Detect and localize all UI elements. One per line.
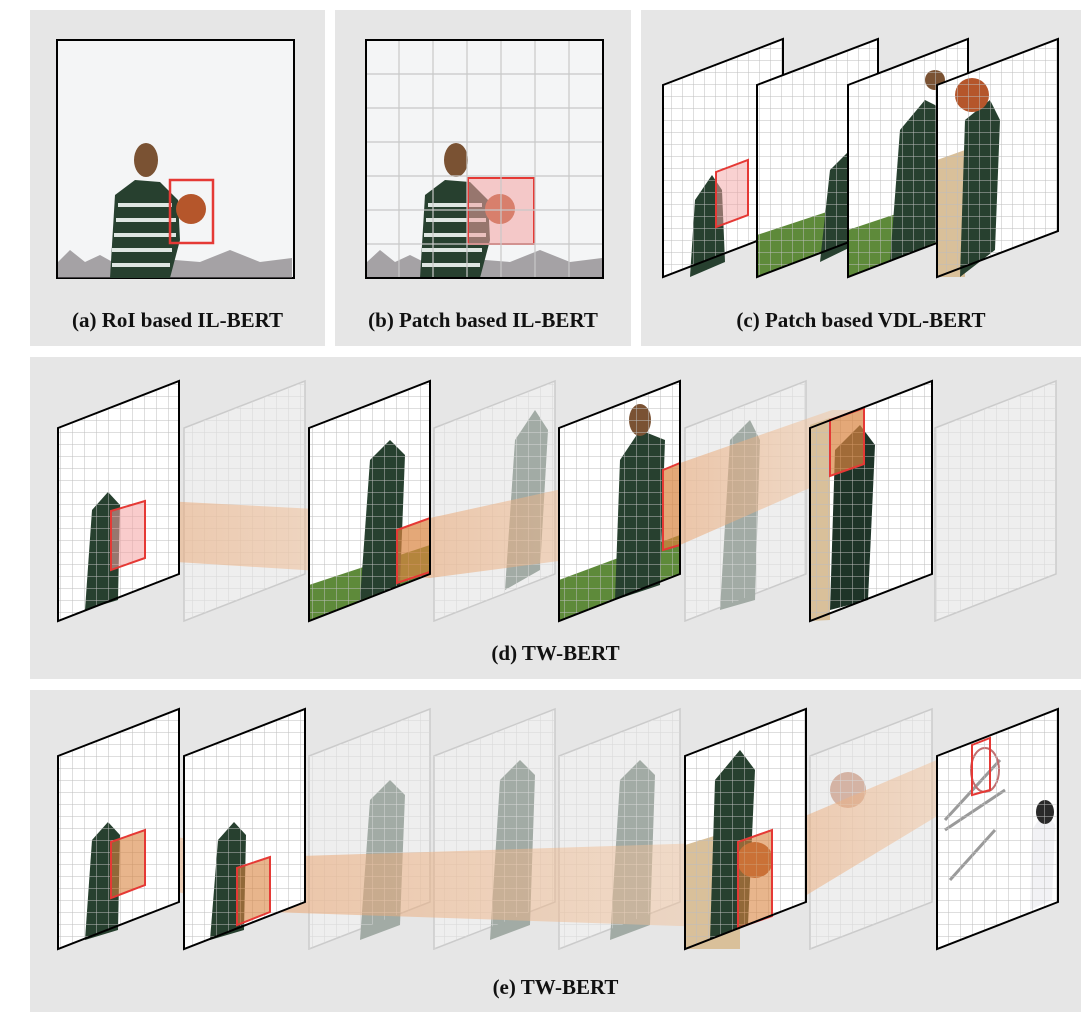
- frame-c-4: [936, 37, 1059, 279]
- frame-d-1: [57, 379, 180, 623]
- patch-box: [715, 158, 749, 229]
- frame-e-3: [684, 707, 807, 951]
- patch-box: [971, 736, 991, 797]
- caption-b: (b) Patch based IL-BERT: [368, 308, 598, 332]
- patch-grid: [366, 40, 603, 278]
- frame-e-2: [183, 707, 306, 951]
- frame-image-b: [365, 39, 604, 279]
- frame-image-a: [56, 39, 295, 279]
- patch-box: [236, 855, 271, 927]
- patch-box: [737, 828, 773, 930]
- frame-e-1: [57, 707, 180, 951]
- patch-box: [110, 499, 146, 572]
- caption-d: (d) TW-BERT: [491, 641, 620, 665]
- frame-d-4: [809, 379, 933, 623]
- patch-box: [110, 828, 146, 900]
- frame-d-3: [558, 379, 681, 623]
- caption-e: (e) TW-BERT: [492, 975, 619, 999]
- frame-e-4: [936, 707, 1059, 951]
- caption-c: (c) Patch based VDL-BERT: [736, 308, 986, 332]
- caption-a: (a) RoI based IL-BERT: [71, 308, 284, 332]
- trajectory-trail-2: [237, 830, 772, 928]
- frame-d-2: [308, 379, 431, 623]
- roi-box: [168, 178, 215, 245]
- frame-c-1: [662, 37, 784, 279]
